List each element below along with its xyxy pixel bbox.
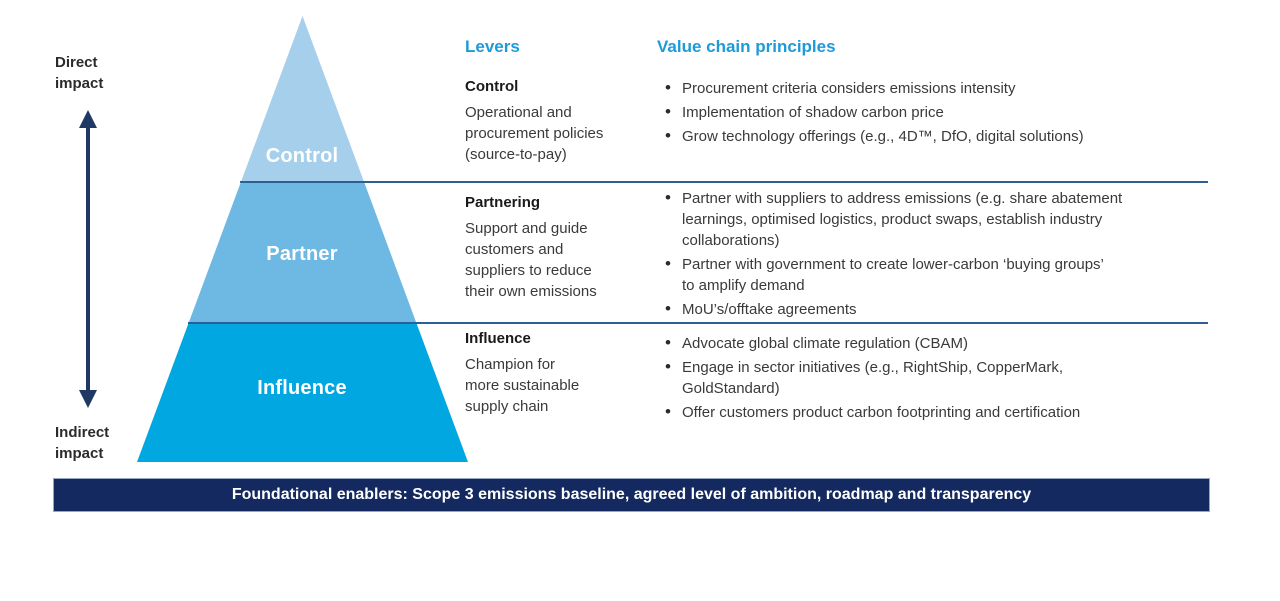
principle-bullet: Advocate global climate regulation (CBAM… <box>663 332 1211 354</box>
principles-influence: Advocate global climate regulation (CBAM… <box>663 332 1211 426</box>
pyramid-level-influence <box>137 323 468 462</box>
row-divider-2 <box>188 322 1208 324</box>
principles-partner: Partner with suppliers to address emissi… <box>663 187 1211 323</box>
principle-bullet: Partner with government to create lower-… <box>663 253 1211 296</box>
principles-control: Procurement criteria considers emissions… <box>663 77 1211 150</box>
lever-description: Champion for more sustainable supply cha… <box>465 356 580 415</box>
impact-arrow <box>79 110 97 408</box>
arrow-up-icon <box>79 110 97 128</box>
principle-bullet: Procurement criteria considers emissions… <box>663 77 1211 99</box>
lever-control: Control Operational and procurement poli… <box>465 78 657 165</box>
levers-column-header: Levers <box>465 37 520 56</box>
pyramid-label-influence: Influence <box>257 377 347 399</box>
lever-title: Control <box>465 78 519 95</box>
foundational-enablers-banner: Foundational enablers: Scope 3 emissions… <box>53 478 1210 512</box>
lever-title: Partnering <box>465 194 541 211</box>
principle-bullet: Implementation of shadow carbon price <box>663 101 1211 123</box>
principle-bullet: MoU’s/offtake agreements <box>663 298 1211 320</box>
principle-bullet: Grow technology offerings (e.g., 4D™, Df… <box>663 125 1211 147</box>
lever-description: Operational and procurement policies (so… <box>465 104 604 163</box>
arrow-down-icon <box>79 390 97 408</box>
indirect-impact-label: Indirect impact <box>55 424 110 462</box>
direct-impact-label: Direct impact <box>55 54 104 92</box>
principle-bullet: Offer customers product carbon footprint… <box>663 401 1211 423</box>
principle-bullet: Partner with suppliers to address emissi… <box>663 187 1211 251</box>
lever-influence: Influence Champion for more sustainable … <box>465 330 657 417</box>
row-divider-1 <box>240 181 1208 183</box>
lever-description: Support and guide customers and supplier… <box>465 220 597 300</box>
foundational-enablers-text: Foundational enablers: Scope 3 emissions… <box>231 486 1032 503</box>
principles-column-header: Value chain principles <box>657 37 836 56</box>
lever-title: Influence <box>465 330 531 347</box>
pyramid <box>137 16 468 462</box>
pyramid-label-partner: Partner <box>266 243 338 265</box>
pyramid-level-control <box>240 16 365 182</box>
lever-partnering: Partnering Support and guide customers a… <box>465 194 657 302</box>
pyramid-level-partner <box>188 182 417 323</box>
pyramid-label-control: Control <box>265 145 339 167</box>
principle-bullet: Engage in sector initiatives (e.g., Righ… <box>663 356 1211 399</box>
